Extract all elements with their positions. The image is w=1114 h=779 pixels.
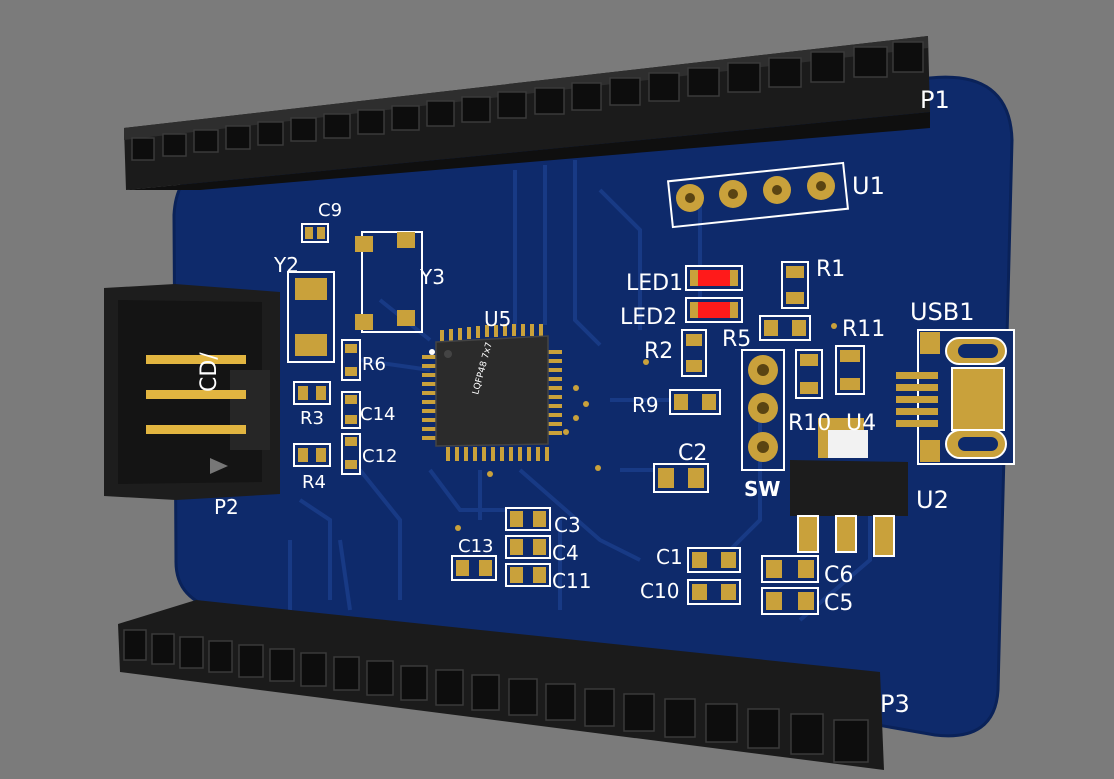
label-u1: U1 — [852, 172, 885, 200]
label-r9: R9 — [632, 393, 659, 417]
label-r4: R4 — [302, 472, 326, 493]
label-c6: C6 — [824, 563, 853, 588]
label-r11: R11 — [842, 317, 885, 342]
label-u4: U4 — [846, 411, 876, 436]
connector-p2: CD/ — [104, 284, 280, 500]
crystal-y2 — [287, 271, 335, 363]
label-c9: C9 — [318, 200, 342, 221]
label-p3: P3 — [880, 690, 910, 718]
label-c5: C5 — [824, 591, 853, 616]
label-r1: R1 — [816, 257, 845, 282]
label-c4: C4 — [552, 541, 579, 565]
label-c13: C13 — [458, 536, 493, 557]
label-u5: U5 — [484, 307, 511, 331]
usb1-connector — [896, 329, 1015, 465]
label-r2: R2 — [644, 339, 673, 364]
label-led2: LED2 — [620, 305, 677, 330]
label-r3: R3 — [300, 408, 324, 429]
silkscreen-labels: P1 P2 P3 U1 U2 U4 U5 USB1 Y2 Y3 LED1 LED… — [214, 86, 975, 718]
header-p3 — [118, 600, 884, 770]
header-p1 — [124, 36, 930, 190]
label-c1: C1 — [656, 545, 683, 569]
label-c3: C3 — [554, 513, 581, 537]
led2 — [685, 297, 743, 323]
label-y2: Y2 — [273, 253, 299, 277]
label-c14: C14 — [360, 404, 395, 425]
label-c11: C11 — [552, 569, 591, 593]
label-y3: Y3 — [419, 265, 445, 289]
passives — [293, 223, 865, 615]
label-led1: LED1 — [626, 271, 683, 296]
component-u1 — [666, 161, 850, 229]
label-r10: R10 — [788, 411, 831, 436]
label-r5: R5 — [722, 327, 751, 352]
label-c12: C12 — [362, 446, 397, 467]
label-p2: P2 — [214, 495, 239, 519]
regulator-u2 — [790, 418, 908, 557]
led1 — [685, 265, 743, 291]
p2-port-label: CD/ — [197, 352, 222, 392]
switch-sw — [741, 349, 785, 471]
label-r6: R6 — [362, 354, 386, 375]
crystal-y3 — [355, 231, 423, 333]
label-u2: U2 — [916, 486, 949, 514]
label-usb1: USB1 — [910, 298, 975, 326]
label-p1: P1 — [920, 86, 950, 114]
label-c2: C2 — [678, 441, 707, 466]
label-sw: SW — [744, 477, 780, 501]
chip-u5: LQFP48 7x7 — [422, 324, 562, 461]
label-c10: C10 — [640, 579, 679, 603]
vias — [455, 323, 837, 531]
